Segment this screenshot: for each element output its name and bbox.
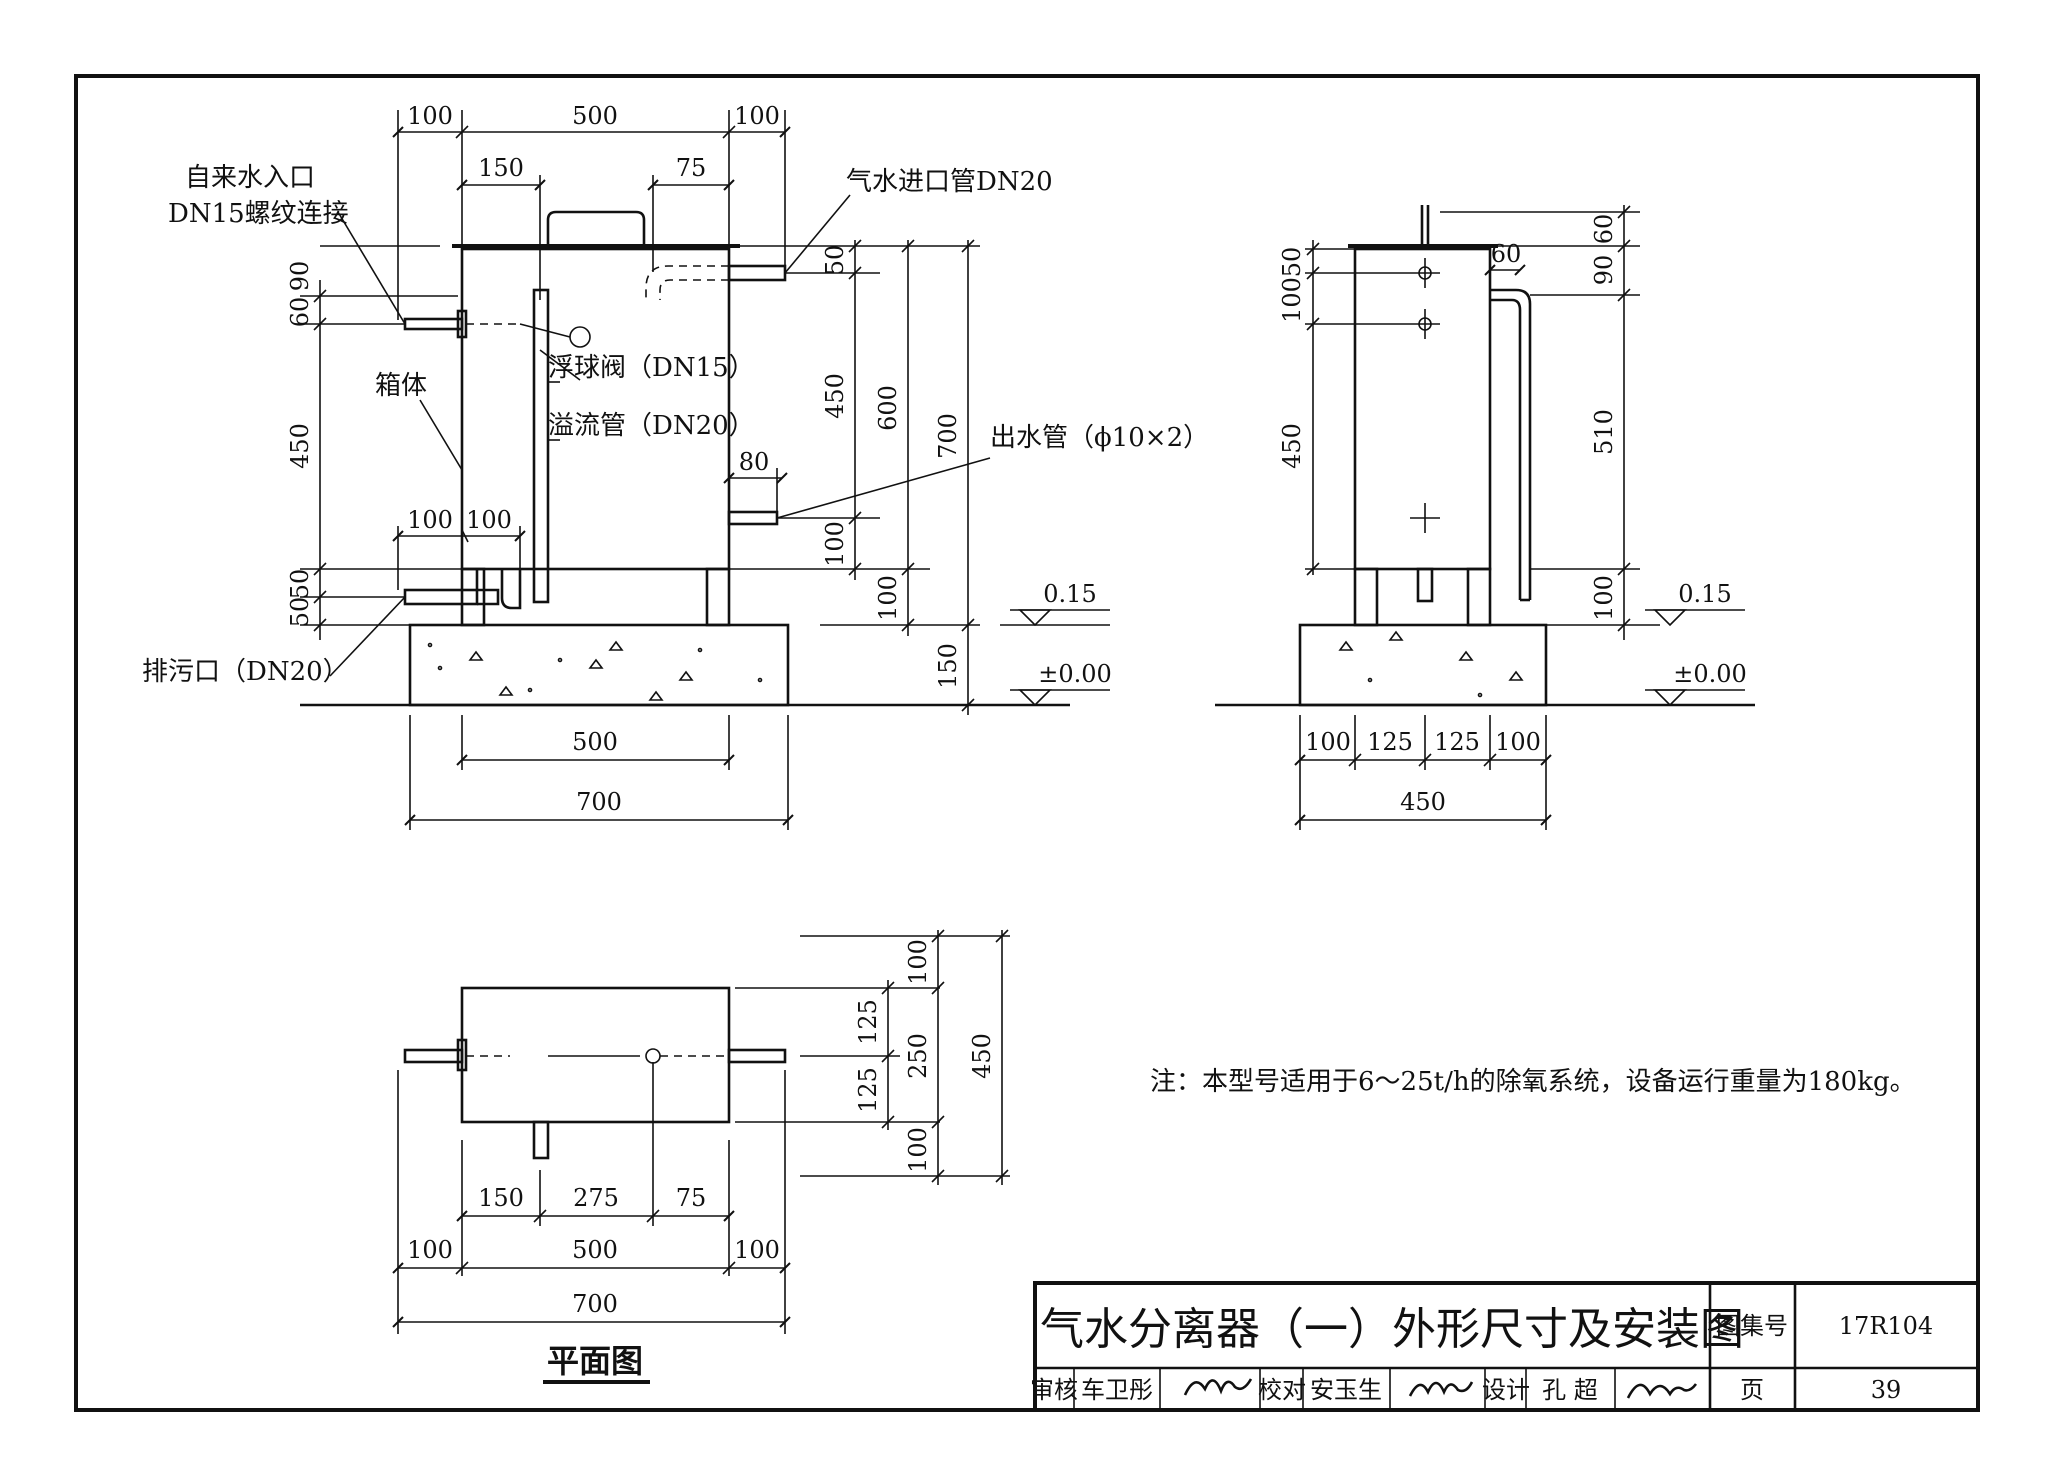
level-015-front: 0.15	[1043, 580, 1096, 608]
dim-left-50b: 50	[286, 597, 314, 628]
dim-left-450: 450	[286, 423, 314, 469]
title-block: 气水分离器（一）外形尺寸及安装图 图集号 17R104 审核 车卫彤 校对 安玉…	[1030, 1281, 1980, 1412]
dim-right-600: 600	[874, 385, 902, 431]
label-water-inlet: 自来水入口	[185, 163, 315, 193]
dim-right-700: 700	[934, 413, 962, 459]
side-dim-right-60: 60	[1590, 214, 1618, 245]
side-dim-right-100: 100	[1590, 575, 1618, 621]
dim-bottom-700: 700	[576, 788, 622, 816]
plan-view: 125 125 100 250 100 450 150 275 75 100 5…	[392, 929, 1010, 1384]
dim-150: 150	[478, 154, 524, 182]
front-view: 100 500 100 150 75 90 60 450 50 50 100 1…	[142, 102, 1209, 830]
label-outlet: 出水管（ϕ10×2）	[990, 423, 1209, 453]
atlas-number: 17R104	[1839, 1312, 1933, 1340]
side-dim-bottom-100a: 100	[1305, 728, 1351, 756]
check-name: 安玉生	[1310, 1376, 1382, 1404]
atlas-label: 图集号	[1716, 1312, 1788, 1340]
side-view: 50 100 450 60 60 90 510 100 0.15 ±0.00	[1215, 205, 1755, 830]
sheet-border	[74, 74, 1980, 1412]
label-tank: 箱体	[375, 371, 427, 401]
plan-dim-bottom-75: 75	[676, 1184, 707, 1212]
page-label: 页	[1740, 1376, 1764, 1404]
level-015-side: 0.15	[1678, 580, 1731, 608]
plan-dim-right-450: 450	[968, 1033, 996, 1079]
dim-right-80: 80	[739, 448, 770, 476]
side-dim-bottom-100b: 100	[1495, 728, 1541, 756]
level-000-side: ±0.00	[1673, 660, 1747, 688]
dim-top-100-left: 100	[407, 102, 453, 130]
plan-dim-right-125b: 125	[854, 1067, 882, 1113]
plan-dim-right-100a: 100	[904, 939, 932, 985]
plan-dim-bottom-700: 700	[572, 1290, 618, 1318]
plan-dim-right-125a: 125	[854, 999, 882, 1045]
review-signature	[1183, 1378, 1253, 1396]
level-000-front: ±0.00	[1038, 660, 1112, 688]
drawing-title: 气水分离器（一）外形尺寸及安装图	[1040, 1304, 1744, 1355]
dim-right-450: 450	[821, 373, 849, 419]
side-dim-top-60: 60	[1491, 240, 1522, 268]
plan-caption: 平面图	[547, 1342, 643, 1380]
dim-right-150: 150	[934, 643, 962, 689]
review-label: 审核	[1030, 1376, 1078, 1404]
side-dim-bottom-125b: 125	[1434, 728, 1480, 756]
label-water-inlet-conn: DN15螺纹连接	[168, 199, 349, 229]
tank-body	[460, 247, 731, 571]
dim-left-90: 90	[286, 261, 314, 292]
design-name: 孔 超	[1542, 1376, 1598, 1404]
plan-dim-bottom-150: 150	[478, 1184, 524, 1212]
plan-tank	[460, 986, 731, 1124]
side-dim-right-90: 90	[1590, 255, 1618, 286]
side-dim-left-450: 450	[1278, 423, 1306, 469]
side-dim-bottom-450: 450	[1400, 788, 1446, 816]
label-drain: 排污口（DN20）	[142, 657, 349, 687]
dim-low-100b: 100	[466, 506, 512, 534]
side-tank-body	[1353, 247, 1492, 571]
plan-dim-bottom-100a: 100	[407, 1236, 453, 1264]
side-dim-left-50: 50	[1278, 247, 1306, 278]
check-label: 校对	[1258, 1376, 1306, 1404]
design-signature	[1626, 1383, 1698, 1399]
dim-top-500: 500	[572, 102, 618, 130]
label-float-valve: 浮球阀（DN15）	[548, 353, 755, 383]
dim-right-50: 50	[821, 245, 849, 276]
side-dim-left-100: 100	[1278, 277, 1306, 323]
dim-low-100a: 100	[407, 506, 453, 534]
side-dim-right-510: 510	[1590, 409, 1618, 455]
review-name: 车卫彤	[1081, 1376, 1153, 1404]
label-overflow: 溢流管（DN20）	[548, 411, 755, 441]
dim-top-100-right: 100	[734, 102, 780, 130]
plan-dim-right-250: 250	[904, 1033, 932, 1079]
plan-dim-bottom-500: 500	[572, 1236, 618, 1264]
check-signature	[1408, 1381, 1474, 1397]
dim-right-100b: 100	[874, 575, 902, 621]
side-dim-bottom-125a: 125	[1367, 728, 1413, 756]
page-number: 39	[1871, 1376, 1902, 1404]
dim-bottom-500: 500	[572, 728, 618, 756]
dim-right-100a: 100	[821, 521, 849, 567]
design-label: 设计	[1482, 1376, 1530, 1404]
note: 注：本型号适用于6～25t/h的除氧系统，设备运行重量为180kg。	[1150, 1067, 1916, 1097]
dim-75: 75	[676, 154, 707, 182]
plan-dim-bottom-100b: 100	[734, 1236, 780, 1264]
dim-left-60: 60	[286, 297, 314, 328]
plan-dim-bottom-275: 275	[573, 1184, 619, 1212]
dim-left-50a: 50	[286, 569, 314, 600]
plan-dim-right-100b: 100	[904, 1127, 932, 1173]
label-steam-inlet: 气水进口管DN20	[846, 167, 1053, 197]
foundation-side	[1298, 623, 1548, 707]
